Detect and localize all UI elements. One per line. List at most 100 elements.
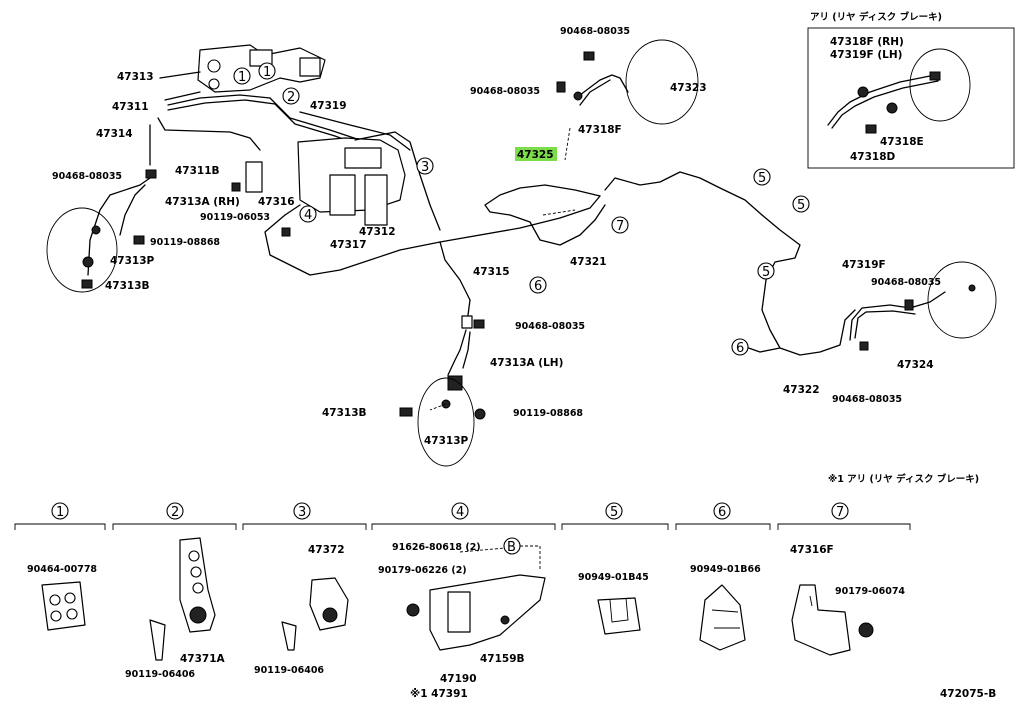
- callout-3[interactable]: 3: [416, 157, 434, 175]
- rear-right-line: [556, 39, 699, 125]
- highlight-47325: [515, 147, 557, 161]
- detail-5: 90949-01B45: [578, 572, 649, 635]
- inset-label-47318D[interactable]: 47318D: [850, 151, 896, 163]
- label-47311[interactable]: 47311: [112, 101, 149, 113]
- svg-text:3: 3: [421, 160, 429, 175]
- rear-disc-note: ※1 アリ (リヤ ディスク ブレーキ): [828, 473, 979, 485]
- label-90179-06226[interactable]: 90179-06226 (2): [378, 565, 467, 576]
- inset-label-47318E[interactable]: 47318E: [880, 136, 924, 148]
- label-47311B[interactable]: 47311B: [175, 165, 220, 177]
- label-47318F[interactable]: 47318F: [578, 124, 622, 136]
- detail-2: 47371A 90119-06406: [125, 537, 226, 680]
- svg-text:6: 6: [718, 505, 726, 520]
- label-47325[interactable]: 47325: [517, 149, 554, 161]
- label-47313A-rh[interactable]: 47313A (RH): [165, 196, 240, 208]
- callout-5a[interactable]: 5: [753, 168, 771, 186]
- callout-5b[interactable]: 5: [792, 195, 810, 213]
- label-90468-a[interactable]: 90468-08035: [52, 171, 122, 182]
- front-left-hose: [399, 299, 486, 467]
- callout-1b[interactable]: 1: [258, 62, 276, 80]
- callout-6b[interactable]: 6: [731, 338, 749, 356]
- label-47317[interactable]: 47317: [330, 239, 367, 251]
- svg-text:5: 5: [610, 505, 618, 520]
- section-callout-1[interactable]: 1: [51, 502, 69, 520]
- svg-text:7: 7: [836, 505, 844, 520]
- callout-B[interactable]: B: [503, 537, 521, 555]
- svg-text:3: 3: [298, 505, 306, 520]
- section-callout-3[interactable]: 3: [293, 502, 311, 520]
- svg-text:1: 1: [56, 505, 64, 520]
- label-90464-00778[interactable]: 90464-00778: [27, 564, 97, 575]
- label-47315[interactable]: 47315: [473, 266, 510, 278]
- label-47391[interactable]: ※1 47391: [410, 688, 468, 700]
- label-47313B-b[interactable]: 47313B: [322, 407, 367, 419]
- label-91626-80618[interactable]: 91626-80618 (2): [392, 542, 481, 553]
- callouts-main: 1 1 2 3 4 6 7 5 5 5 6: [233, 62, 810, 356]
- inset-label-47318F-rh[interactable]: 47318F (RH): [830, 36, 904, 48]
- callout-5c[interactable]: 5: [757, 262, 775, 280]
- label-47314[interactable]: 47314: [96, 128, 133, 140]
- svg-text:5: 5: [762, 265, 770, 280]
- callout-6a[interactable]: 6: [529, 276, 547, 294]
- brake-line-bundle-front: [87, 71, 411, 276]
- label-90119-06406-a[interactable]: 90119-06406: [125, 669, 195, 680]
- label-47372[interactable]: 47372: [308, 544, 345, 556]
- detail-1: 90464-00778: [27, 564, 97, 631]
- label-90468-mid[interactable]: 90468-08035: [470, 86, 540, 97]
- label-90179-06074[interactable]: 90179-06074: [835, 586, 905, 597]
- label-90468-r1[interactable]: 90468-08035: [871, 277, 941, 288]
- svg-text:2: 2: [171, 505, 179, 520]
- inset-label-47319F-lh[interactable]: 47319F (LH): [830, 49, 902, 61]
- section-callout-7[interactable]: 7: [831, 502, 849, 520]
- label-47371A[interactable]: 47371A: [180, 653, 226, 665]
- label-90119-08868-a[interactable]: 90119-08868: [150, 237, 220, 248]
- section-callout-6[interactable]: 6: [713, 502, 731, 520]
- label-47313[interactable]: 47313: [117, 71, 154, 83]
- label-47190[interactable]: 47190: [440, 673, 477, 685]
- label-47313B-a[interactable]: 47313B: [105, 280, 150, 292]
- svg-text:5: 5: [758, 171, 766, 186]
- callout-2[interactable]: 2: [282, 87, 300, 105]
- label-90949-01B45[interactable]: 90949-01B45: [578, 572, 649, 583]
- label-47321[interactable]: 47321: [570, 256, 607, 268]
- label-47324[interactable]: 47324: [897, 359, 934, 371]
- section-callout-2[interactable]: 2: [166, 502, 184, 520]
- section-callout-4[interactable]: 4: [451, 502, 469, 520]
- label-47159B[interactable]: 47159B: [480, 653, 525, 665]
- callout-1a[interactable]: 1: [233, 67, 251, 85]
- label-47313P-b[interactable]: 47313P: [424, 435, 469, 447]
- inset-title: アリ (リヤ ディスク ブレーキ): [810, 11, 942, 23]
- label-47316F[interactable]: 47316F: [790, 544, 834, 556]
- svg-text:1: 1: [238, 70, 246, 85]
- label-90949-01B66[interactable]: 90949-01B66: [690, 564, 761, 575]
- detail-3: 47372 90119-06406: [254, 544, 349, 676]
- diagram-id: 472075-B: [940, 688, 996, 700]
- label-47319F[interactable]: 47319F: [842, 259, 886, 271]
- label-90119-06053[interactable]: 90119-06053: [200, 212, 270, 223]
- svg-text:6: 6: [534, 279, 542, 294]
- label-90468-top[interactable]: 90468-08035: [560, 26, 630, 37]
- svg-text:2: 2: [287, 90, 295, 105]
- label-90119-08868-b[interactable]: 90119-08868: [513, 408, 583, 419]
- label-90468-b[interactable]: 90468-08035: [515, 321, 585, 332]
- section-callout-5[interactable]: 5: [605, 502, 623, 520]
- svg-text:B: B: [507, 540, 516, 555]
- label-47322[interactable]: 47322: [783, 384, 820, 396]
- svg-text:6: 6: [736, 341, 744, 356]
- label-90119-06406-b[interactable]: 90119-06406: [254, 665, 324, 676]
- label-47312[interactable]: 47312: [359, 226, 396, 238]
- label-47313A-lh[interactable]: 47313A (LH): [490, 357, 563, 369]
- rear-left-line: [849, 261, 997, 351]
- svg-text:1: 1: [263, 65, 271, 80]
- svg-text:4: 4: [456, 505, 464, 520]
- label-47319[interactable]: 47319: [310, 100, 347, 112]
- label-47313P-a[interactable]: 47313P: [110, 255, 155, 267]
- label-47316[interactable]: 47316: [258, 196, 295, 208]
- label-47323[interactable]: 47323: [670, 82, 707, 94]
- label-90468-r2[interactable]: 90468-08035: [832, 394, 902, 405]
- svg-text:4: 4: [304, 208, 312, 223]
- callout-7[interactable]: 7: [611, 216, 629, 234]
- callout-4[interactable]: 4: [299, 205, 317, 223]
